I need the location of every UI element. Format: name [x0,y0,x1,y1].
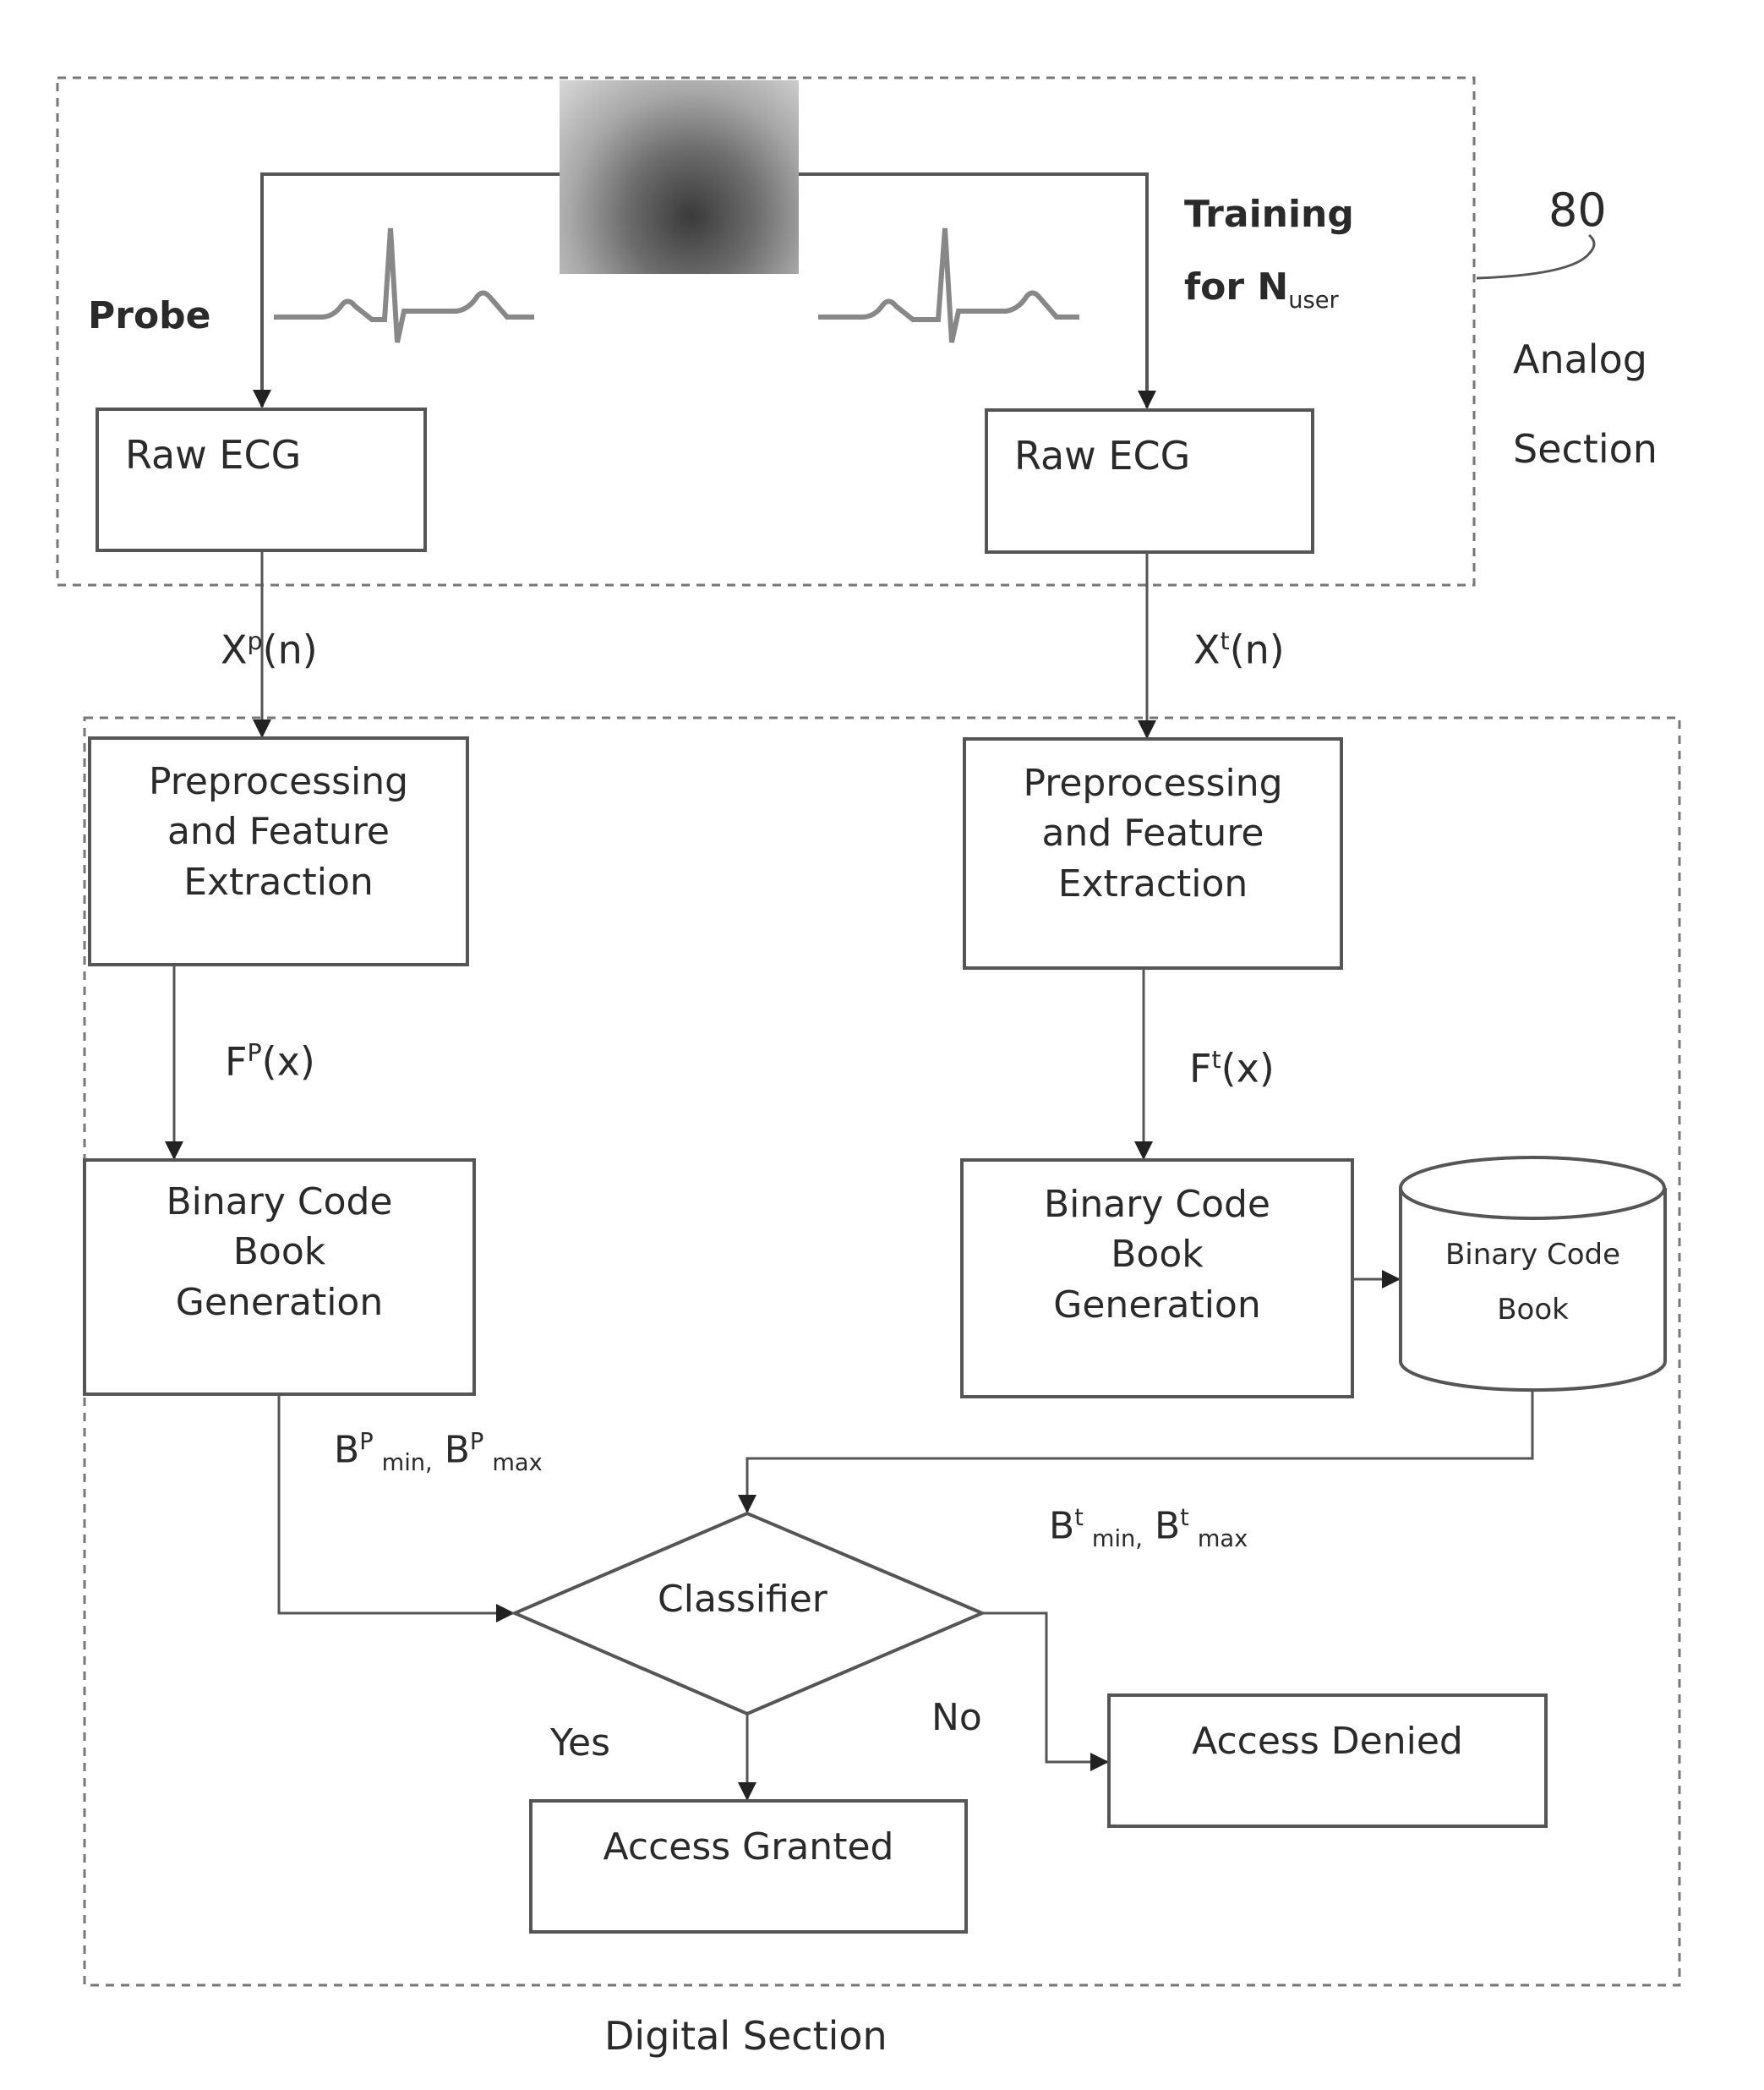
probe-features-sup: P [247,1039,261,1067]
raw-ecg-right-label: Raw ECG [1014,436,1190,475]
ecg-waveform-left [274,228,534,342]
hand-electrode-photo [560,80,799,274]
binary-left-line3: Generation [85,1278,474,1327]
binary-right-line2: Book [962,1229,1352,1279]
probe-bmax-base: B [445,1429,470,1472]
probe-bmin-base: B [334,1429,359,1472]
training-features-label: Ft(x) [1189,1048,1275,1087]
probe-bounds-label: BPmin, BPmax [334,1431,543,1475]
probe-signal-base: X [221,626,248,672]
probe-bmin-sup: P [359,1429,373,1455]
training-users-label: for Nuser [1184,269,1339,312]
training-bmin-base: B [1049,1505,1074,1548]
preproc-right-line3: Extraction [964,859,1341,909]
training-features-sup: t [1211,1046,1221,1074]
training-features-base: F [1189,1045,1211,1091]
analog-section-label-1: Analog [1513,340,1647,379]
training-bounds-line [747,1390,1532,1512]
probe-bmin-sub: min, [382,1450,433,1476]
binary-left-line1: Binary Code [85,1177,474,1227]
probe-bounds-line [279,1394,513,1613]
training-bmin-sub: min, [1092,1526,1143,1552]
yes-label: Yes [550,1725,610,1762]
training-users-text: for N [1184,265,1288,309]
codebook-store-line2: Book [1401,1283,1665,1338]
no-label: No [931,1699,982,1737]
probe-bmax-sup: P [470,1429,483,1455]
training-signal-label: Xt(n) [1193,630,1285,669]
probe-features-base: F [225,1038,247,1084]
preproc-left-line2: and Feature [90,807,467,856]
raw-ecg-left-box [97,409,425,550]
preproc-left-line1: Preprocessing [90,757,467,807]
raw-ecg-right-box [986,410,1313,552]
reference-leader-line [1477,235,1594,278]
binary-left-line2: Book [85,1227,474,1277]
codebook-store-line1: Binary Code [1401,1228,1665,1283]
training-feed-line [799,174,1147,408]
probe-features-arg: (x) [262,1038,315,1084]
binary-right-label: Binary Code Book Generation [962,1179,1352,1330]
training-bmax-base: B [1155,1505,1180,1548]
classifier-label: Classifier [658,1581,827,1618]
preproc-right-line2: and Feature [964,808,1341,858]
training-features-arg: (x) [1221,1045,1275,1091]
analog-section-label-2: Section [1513,429,1658,468]
training-bounds-label: Btmin, Btmax [1049,1507,1248,1551]
figure-reference-number: 80 [1548,188,1607,233]
binary-left-label: Binary Code Book Generation [85,1177,474,1327]
preproc-right-label: Preprocessing and Feature Extraction [964,758,1341,909]
probe-feed-line [262,174,560,407]
training-bmin-sup: t [1074,1505,1084,1531]
no-line [982,1613,1107,1762]
access-granted-label: Access Granted [531,1822,966,1872]
training-label: Training [1184,196,1354,233]
probe-signal-sup: p [248,627,263,655]
binary-right-line1: Binary Code [962,1179,1352,1229]
preproc-left-line3: Extraction [90,857,467,907]
training-bmax-sub: max [1198,1526,1248,1552]
raw-ecg-left-label: Raw ECG [125,435,301,474]
binary-right-line3: Generation [962,1280,1352,1330]
training-bmax-sup: t [1180,1505,1189,1531]
training-signal-sup: t [1221,627,1230,655]
digital-section-label: Digital Section [604,2016,887,2055]
access-denied-label: Access Denied [1109,1716,1546,1766]
probe-label: Probe [88,298,211,335]
probe-features-label: FP(x) [225,1042,315,1081]
probe-signal-arg: (n) [263,626,318,672]
ecg-waveform-right [818,228,1079,342]
training-signal-arg: (n) [1230,626,1285,672]
preproc-left-label: Preprocessing and Feature Extraction [90,757,467,907]
codebook-store-label: Binary Code Book [1401,1228,1665,1337]
probe-signal-label: Xp(n) [221,630,318,669]
preproc-right-line1: Preprocessing [964,758,1341,808]
training-signal-base: X [1193,626,1221,672]
probe-bmax-sub: max [492,1450,542,1476]
training-users-sub: user [1288,287,1338,314]
